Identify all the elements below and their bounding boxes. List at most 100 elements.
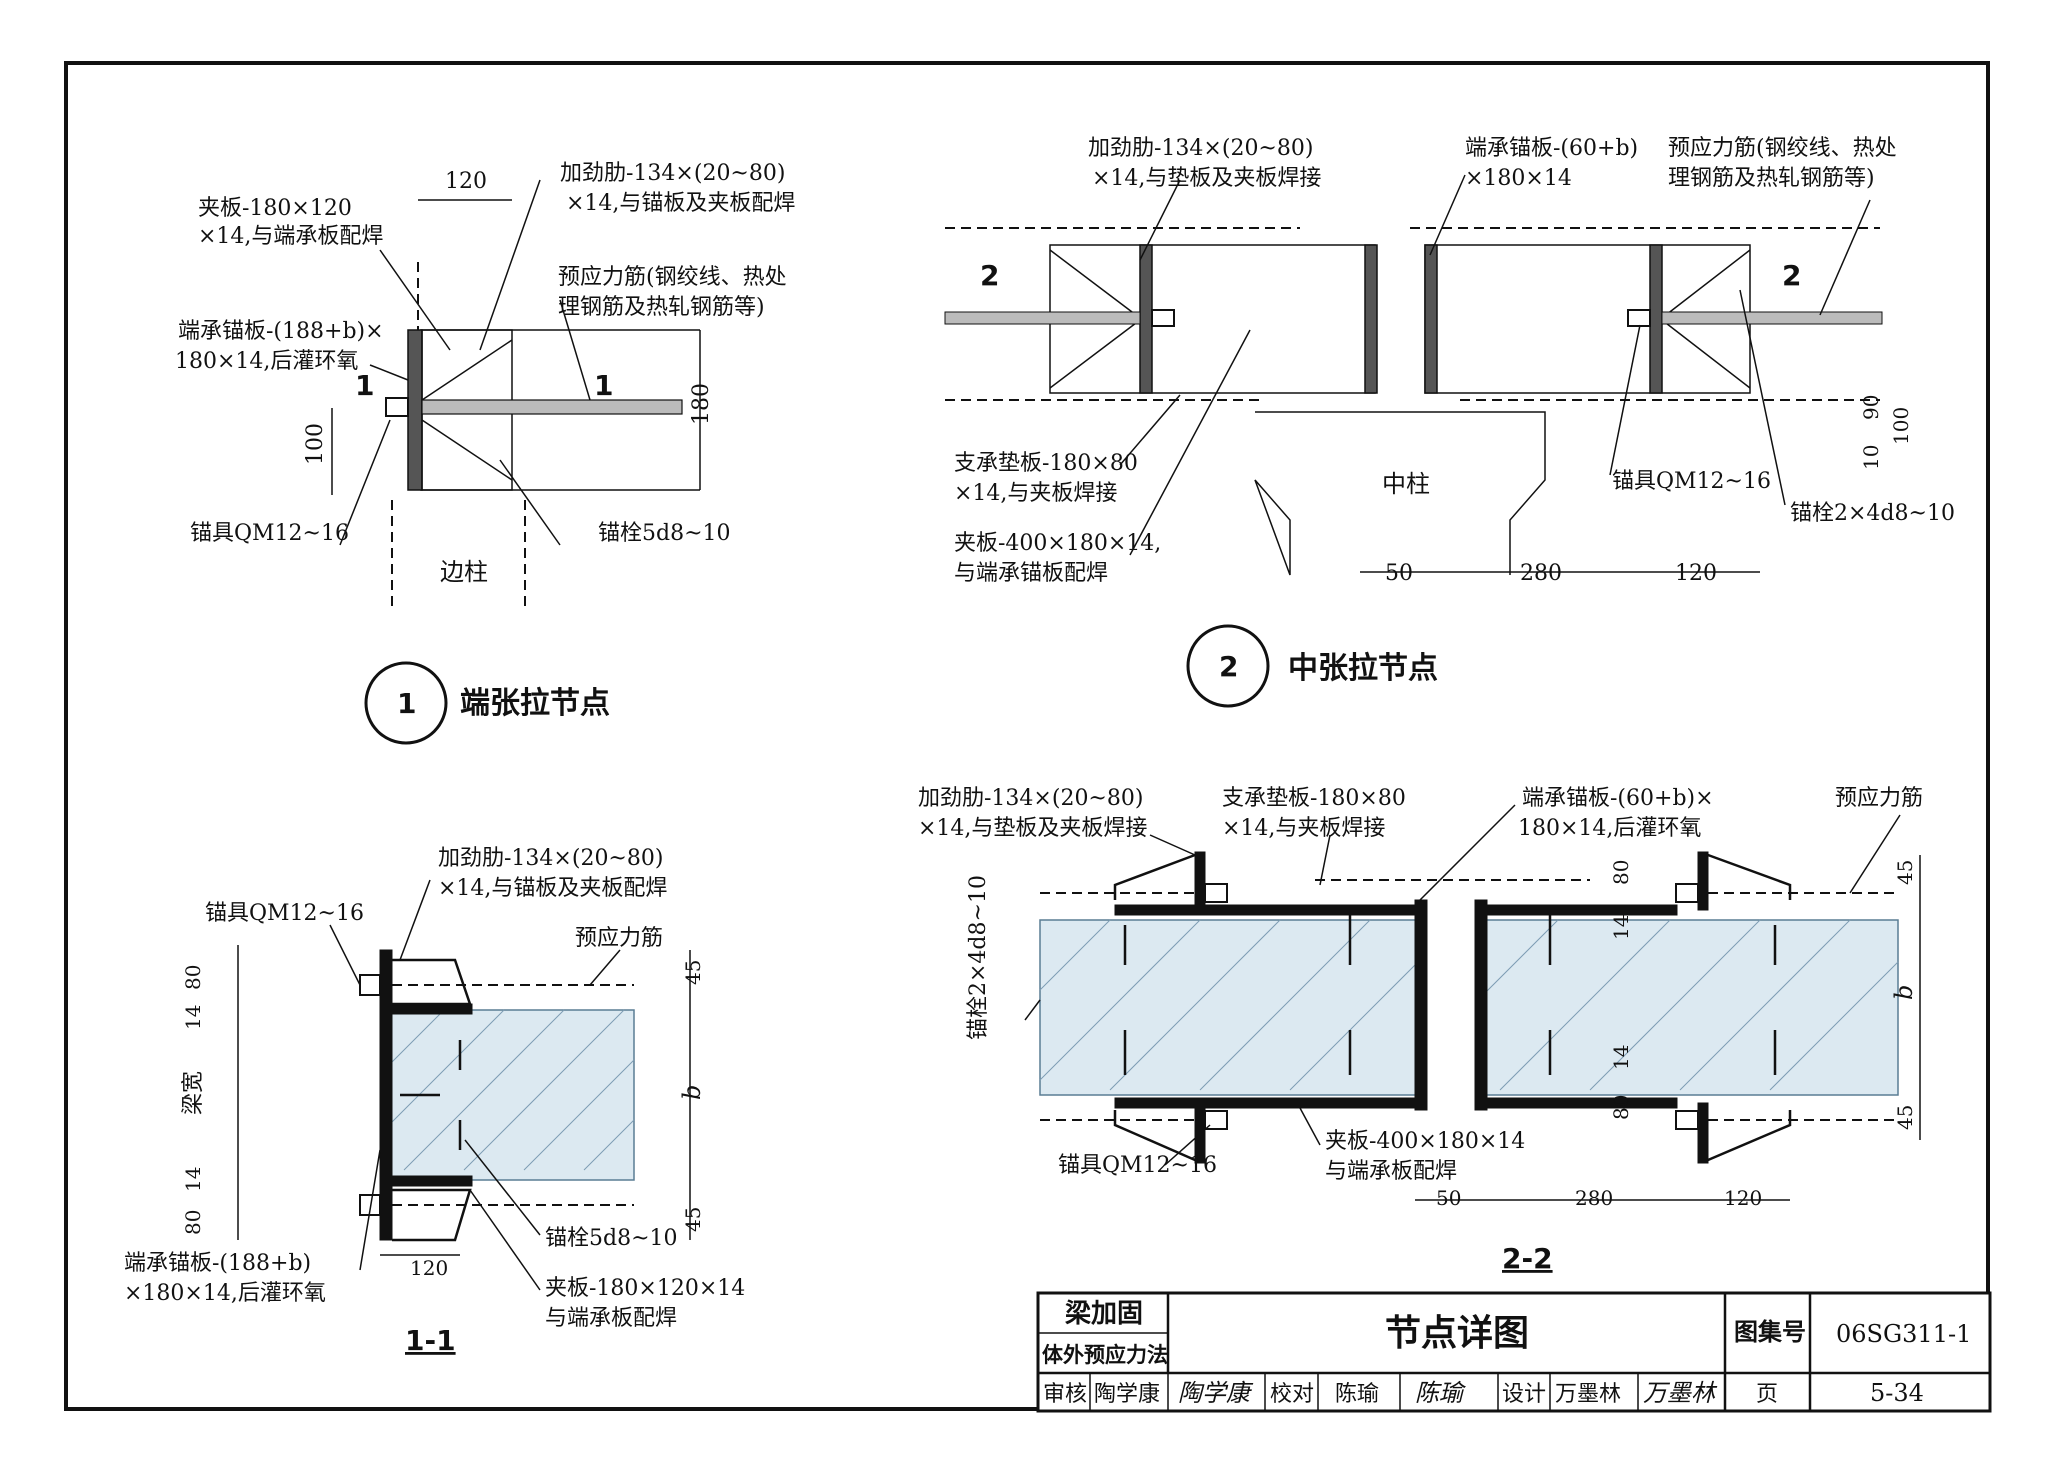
right-stiffener-top: [1707, 853, 1792, 900]
d50: 50: [1436, 1186, 1461, 1210]
left-stiffener-top: [1113, 853, 1196, 900]
label-anchor-plate: 端承锚板-(188+b): [124, 1251, 311, 1276]
label-anchor-plate: 端承锚板-(188+b)×: [178, 319, 384, 344]
section-1-1: 80 14 梁宽 14 80 45 b 45 120 锚具QM12~16 加劲肋…: [124, 846, 745, 1357]
label-clamp: 夹板-180×120×14: [545, 1276, 745, 1301]
right-end-plate: [1424, 244, 1438, 394]
node2-detail: 中柱 2 2 50 280 120 90 100 10 加劲肋-134×(20~…: [944, 136, 1955, 708]
label-clamp: 夹板-400×180×14: [1325, 1129, 1525, 1154]
leader-stiffener: [1139, 179, 1181, 261]
right-end-plate: [1474, 899, 1488, 1111]
concrete-right: [1477, 919, 1899, 1096]
right-clamp-bottom: [1486, 1097, 1678, 1109]
label-clamp: 夹板-180×120: [198, 196, 352, 221]
label-clamp-2: 与端承板配焊: [545, 1306, 677, 1331]
dim-10: 10: [1859, 445, 1883, 470]
right-stiff-top: [1697, 851, 1709, 911]
edge-column-label: 边柱: [440, 558, 488, 586]
end-anchor-plate: [379, 949, 393, 1241]
leader-stiffener: [479, 179, 541, 351]
label-clamp-2: 与端承板配焊: [1325, 1159, 1457, 1184]
dim-120: 120: [445, 169, 487, 194]
label-anchor-plate-2: ×180×14,后灌环氧: [124, 1281, 326, 1306]
label-bolt: 锚栓2×4d8~10: [966, 875, 991, 1040]
left-anchor: [1151, 309, 1175, 327]
label-bolt: 锚栓5d8~10: [545, 1226, 678, 1251]
anchor-bottom: [359, 1194, 381, 1216]
tb-design-label: 设计: [1502, 1382, 1546, 1407]
anchor-l-bottom: [1204, 1110, 1228, 1130]
center-column-label: 中柱: [1382, 470, 1430, 498]
anchor-l-top: [1204, 883, 1228, 903]
label-bolt: 锚栓2×4d8~10: [1790, 501, 1955, 526]
stiffener-bottom: [392, 1188, 472, 1242]
d280: 280: [1575, 1186, 1613, 1210]
label-end-plate-2: ×180×14: [1465, 166, 1572, 191]
section-2-2-title: 2-2: [1502, 1242, 1553, 1275]
dim-50: 50: [1385, 561, 1413, 586]
right-stiffener-top: [1661, 249, 1751, 319]
node1-number: 1: [397, 687, 416, 720]
right-stiffener-bottom: [1661, 319, 1751, 389]
label-end-plate: 端承锚板-(60+b): [1465, 136, 1638, 161]
leader-clamp: [379, 249, 451, 351]
leader-anchor: [339, 419, 391, 546]
label-tendon: 预应力筋: [575, 926, 663, 951]
end-anchor-plate: [407, 329, 423, 491]
liangkuan: 梁宽: [181, 1071, 206, 1115]
stiffener-bottom: [421, 419, 513, 481]
node1-circle: [364, 661, 448, 745]
d45a: 45: [1893, 860, 1917, 885]
label-tendon-2: 理钢筋及热轧钢筋等): [558, 295, 765, 320]
left-tendon: [944, 311, 1141, 325]
left-stiff-top: [1194, 851, 1206, 911]
section-mark-right: 1: [594, 369, 613, 402]
d45b: 45: [1893, 1105, 1917, 1130]
concrete-left: [1039, 919, 1426, 1096]
leader-end-plate: [1419, 804, 1516, 901]
left-clamp-top: [1114, 904, 1416, 916]
label-bearing-plate-2: ×14,与夹板焊接: [1222, 816, 1385, 841]
left-stiff-plate: [1139, 244, 1153, 394]
title-block-frame: [1036, 1291, 1992, 1413]
label-stiffener-2: ×14,与垫板及夹板焊接: [918, 816, 1147, 841]
tb-check-label: 校对: [1270, 1382, 1314, 1407]
left-end-plate: [1364, 244, 1378, 394]
leader-tendon: [589, 949, 621, 986]
label-stiffener: 加劲肋-134×(20~80): [918, 786, 1143, 811]
stiffener-top: [421, 339, 513, 401]
left-end-plate: [1414, 899, 1428, 1111]
left-stiffener-bottom: [1113, 1110, 1196, 1162]
anchor-top: [359, 974, 381, 996]
leader-stiffener: [399, 879, 431, 961]
section-mark-left: 1: [355, 369, 374, 402]
label-clamp: 夹板-400×180×14,: [954, 531, 1161, 556]
left-stiffener-top: [1049, 249, 1141, 319]
leader-clamp: [1299, 1107, 1321, 1146]
leader-anchor: [329, 924, 361, 986]
d14b: 14: [1609, 1045, 1633, 1070]
label-tendon-2: 理钢筋及热轧钢筋等): [1668, 166, 1875, 191]
label-stiffener-2: ×14,与垫板及夹板焊接: [1092, 166, 1321, 191]
left-stiffener-bottom: [1049, 319, 1141, 389]
leader-bolt: [1739, 289, 1786, 506]
tb-checker: 陈瑜: [1335, 1382, 1379, 1407]
label-bearing-plate: 支承垫板-180×80: [954, 451, 1138, 476]
label-bearing-plate: 支承垫板-180×80: [1222, 786, 1406, 811]
leader-clamp: [1129, 329, 1251, 556]
leader-bearing-plate: [1319, 834, 1331, 886]
label-anchor: 锚具QM12~16: [1058, 1153, 1217, 1178]
leader-bearing-plate: [1119, 394, 1181, 466]
d45b: 45: [681, 1207, 705, 1232]
leader-anchor: [1164, 1124, 1211, 1166]
leader-clamp: [469, 1189, 541, 1291]
leader-stiffener: [1149, 834, 1196, 856]
tb-method: 体外预应力法: [1042, 1343, 1168, 1367]
right-anchor: [1627, 309, 1651, 327]
clamp-bottom: [391, 1175, 473, 1187]
d14b: 14: [181, 1167, 205, 1192]
leader-tendon: [559, 299, 591, 401]
tb-designer-sig: 万墨林: [1643, 1379, 1718, 1407]
clamp-top: [391, 1003, 473, 1015]
